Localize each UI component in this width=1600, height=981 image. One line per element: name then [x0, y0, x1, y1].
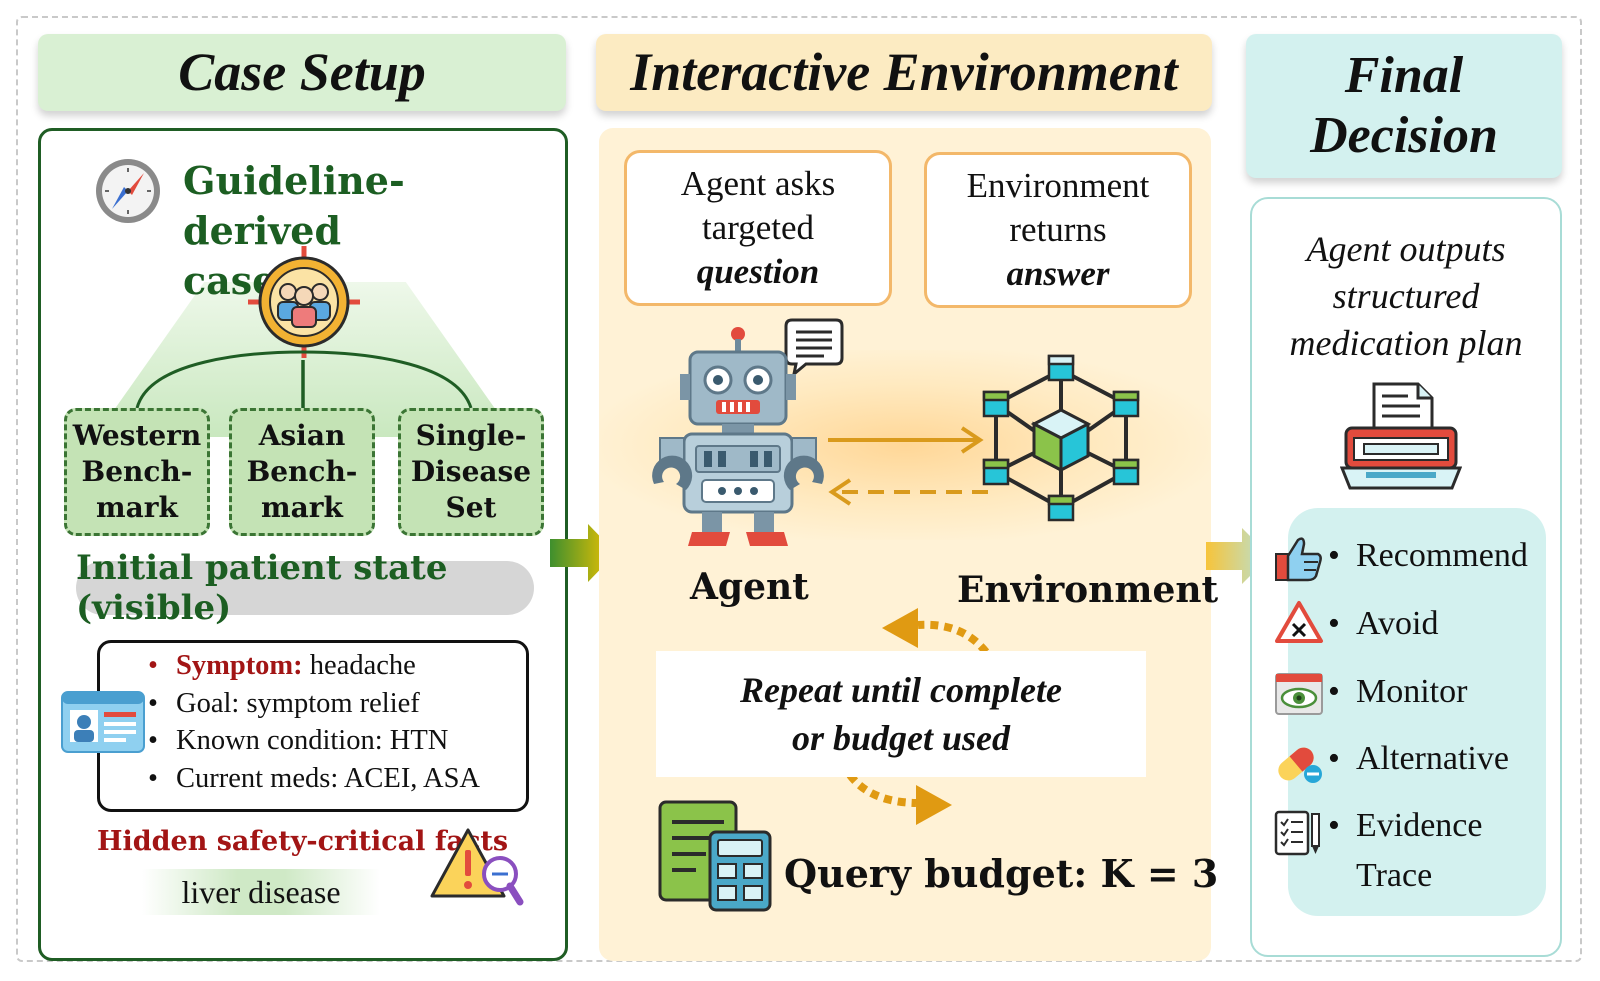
query-budget-label: Query budget: K = 3	[784, 851, 1219, 896]
hidden-facts-title: Hidden safety-critical facts	[97, 826, 509, 857]
agent-label: Agent	[690, 566, 809, 608]
known-condition-item: Known condition: HTN	[148, 722, 480, 760]
initial-state-label: Initial patient state (visible)	[76, 548, 534, 628]
outer-border	[16, 16, 1582, 962]
eye-icon	[1275, 673, 1323, 715]
benchmark-western: Western Bench- mark	[64, 408, 210, 536]
checklist-icon	[1274, 810, 1320, 856]
id-card-icon	[61, 691, 145, 753]
symptom-item: Symptom: headache	[148, 647, 480, 685]
thumbs-up-icon	[1275, 537, 1322, 582]
header-case-setup: Case Setup	[38, 34, 566, 111]
benchmark-asian: Asian Bench- mark	[229, 408, 375, 536]
agent-asks-box: Agent asks targeted question	[624, 150, 892, 306]
recommend-item: •Recommend	[1328, 537, 1528, 574]
avoid-item: •Avoid	[1328, 605, 1439, 642]
compass-icon	[96, 159, 160, 223]
network-cube-icon	[982, 354, 1140, 522]
pill-icon	[1278, 747, 1322, 783]
calculator-document-icon	[658, 800, 772, 912]
monitor-item: •Monitor	[1328, 673, 1468, 710]
environment-label: Environment	[957, 569, 1219, 611]
environment-returns-box: Environment returns answer	[924, 152, 1192, 308]
target-people-icon	[248, 246, 360, 358]
patient-state-list: Symptom: headache Goal: symptom relief K…	[148, 647, 480, 797]
current-meds-item: Current meds: ACEI, ASA	[148, 760, 480, 798]
benchmark-single-disease: Single- Disease Set	[398, 408, 544, 536]
header-interactive-environment: Interactive Environment	[596, 34, 1212, 111]
repeat-box: Repeat until complete or budget used	[656, 651, 1146, 777]
printer-icon	[1340, 382, 1462, 490]
robot-agent-icon	[652, 327, 824, 546]
evidence-trace-item: •Evidence Trace	[1328, 807, 1483, 894]
warning-search-icon	[430, 828, 524, 906]
warning-icon	[1275, 601, 1323, 643]
hidden-facts-value: liver disease	[142, 869, 380, 915]
recommendation-panel	[1288, 508, 1546, 916]
alternative-item: •Alternative	[1328, 740, 1509, 777]
chat-bubble-icon	[784, 318, 844, 376]
goal-item: Goal: symptom relief	[148, 685, 480, 723]
